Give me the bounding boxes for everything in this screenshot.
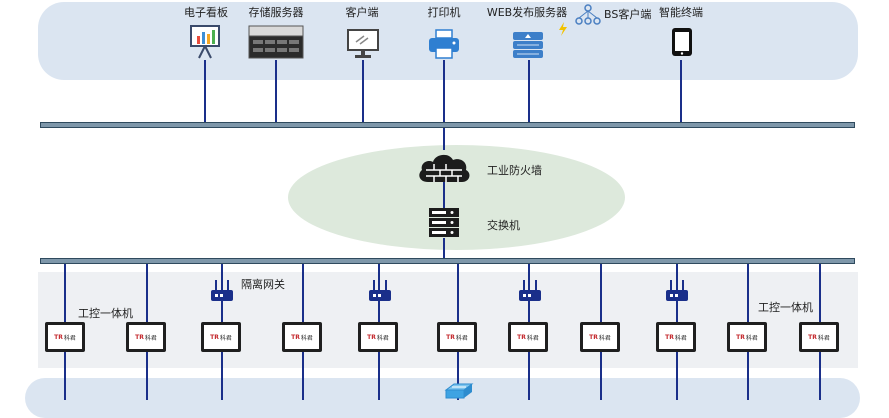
terminal-brand-text: 科君: [817, 334, 830, 342]
industrial-control-zone: [38, 272, 858, 368]
tablet-icon: [672, 28, 692, 56]
terminal-brand-logo: TR: [291, 333, 300, 341]
connector-line: [528, 60, 530, 122]
switch-label: 交换机: [487, 219, 520, 232]
control-bus-bar: [40, 258, 855, 264]
device-label: 电子看板: [184, 6, 228, 19]
terminal-brand-logo: TR: [665, 333, 674, 341]
web-server-icon: [513, 32, 543, 58]
gateway-router-icon: [211, 280, 233, 301]
connector-line: [204, 60, 206, 122]
terminal-brand-text: 科君: [598, 334, 611, 342]
device-label: 打印机: [427, 6, 461, 19]
ipc-label: 工控一体机: [758, 301, 813, 314]
lightning-icon: [559, 22, 567, 36]
terminal-brand-text: 科君: [674, 334, 687, 342]
client-pc-icon: [347, 29, 379, 58]
field-switch-icon: [444, 383, 474, 399]
switch-icon: [429, 208, 459, 237]
connector-line: [362, 60, 364, 122]
firewall-label: 工业防火墙: [487, 164, 542, 177]
printer-icon: [429, 29, 459, 59]
network-tree-icon: [575, 4, 601, 25]
device-label: 智能终端: [659, 6, 703, 19]
gateway-router-icon: [666, 280, 688, 301]
terminal-brand-text: 科君: [526, 334, 539, 342]
terminal-brand-text: 科君: [455, 334, 468, 342]
device-label: BS客户端: [604, 8, 652, 21]
display-board-icon: [190, 25, 220, 59]
device-label: WEB发布服务器: [486, 6, 568, 19]
terminal-brand-logo: TR: [210, 333, 219, 341]
terminal-brand-logo: TR: [135, 333, 144, 341]
terminal-brand-text: 科君: [745, 334, 758, 342]
connector-line: [680, 60, 682, 122]
connector-line: [443, 60, 445, 150]
storage-server-icon: [248, 25, 304, 59]
terminal-brand-logo: TR: [808, 333, 817, 341]
terminal-brand-logo: TR: [54, 333, 63, 341]
terminal-brand-text: 科君: [63, 334, 76, 342]
connector-line: [275, 60, 277, 122]
terminal-brand-text: 科君: [144, 334, 157, 342]
terminal-brand-logo: TR: [517, 333, 526, 341]
connector-line: [443, 238, 445, 258]
terminal-brand-logo: TR: [589, 333, 598, 341]
terminal-brand-text: 科君: [376, 334, 389, 342]
gateway-router-icon: [519, 280, 541, 301]
office-bus-bar: [40, 122, 855, 128]
device-label: 存储服务器: [248, 6, 304, 19]
field-device-zone: [25, 378, 860, 418]
terminal-brand-text: 科君: [219, 334, 232, 342]
firewall-icon: [419, 154, 470, 182]
terminal-brand-logo: TR: [736, 333, 745, 341]
gateway-router-icon: [369, 280, 391, 301]
terminal-brand-text: 科君: [300, 334, 313, 342]
device-label: 客户端: [345, 6, 379, 19]
gateway-label: 隔离网关: [241, 278, 285, 291]
terminal-brand-logo: TR: [367, 333, 376, 341]
connector-line: [443, 180, 445, 208]
terminal-brand-logo: TR: [446, 333, 455, 341]
ipc-label: 工控一体机: [78, 307, 133, 320]
